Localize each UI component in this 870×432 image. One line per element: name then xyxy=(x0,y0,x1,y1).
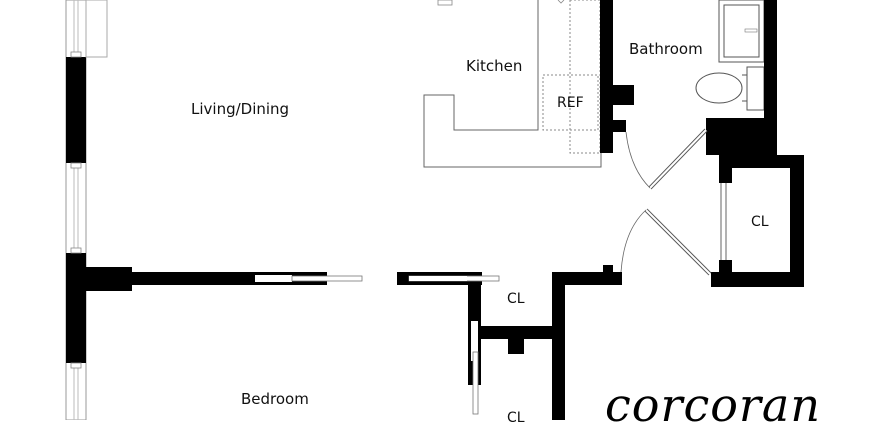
room-label-closet-right: CL xyxy=(751,214,769,230)
kitchen-counter xyxy=(423,0,602,168)
middle-closet-walls xyxy=(397,265,622,420)
refrigerator xyxy=(542,0,601,154)
bathroom-right-wall xyxy=(706,0,804,287)
bathtub xyxy=(718,0,765,63)
toilet xyxy=(695,66,765,111)
room-label-closet-bottom: CL xyxy=(507,410,525,426)
room-label-living-dining: Living/Dining xyxy=(191,100,290,118)
closet-right-door xyxy=(620,208,712,276)
room-label-bathroom: Bathroom xyxy=(629,40,703,58)
room-label-kitchen: Kitchen xyxy=(466,57,523,75)
kitchen-bathroom-wall xyxy=(600,0,634,153)
floor-plan xyxy=(65,0,804,420)
bathroom-door xyxy=(625,128,708,190)
fixture-label-refrigerator: REF xyxy=(557,95,584,111)
left-exterior-wall xyxy=(65,0,108,420)
room-label-closet-middle: CL xyxy=(507,291,525,307)
bedroom-partition-wall xyxy=(86,267,363,291)
brand-logo: corcoran xyxy=(605,378,821,432)
room-label-bedroom: Bedroom xyxy=(241,390,309,408)
